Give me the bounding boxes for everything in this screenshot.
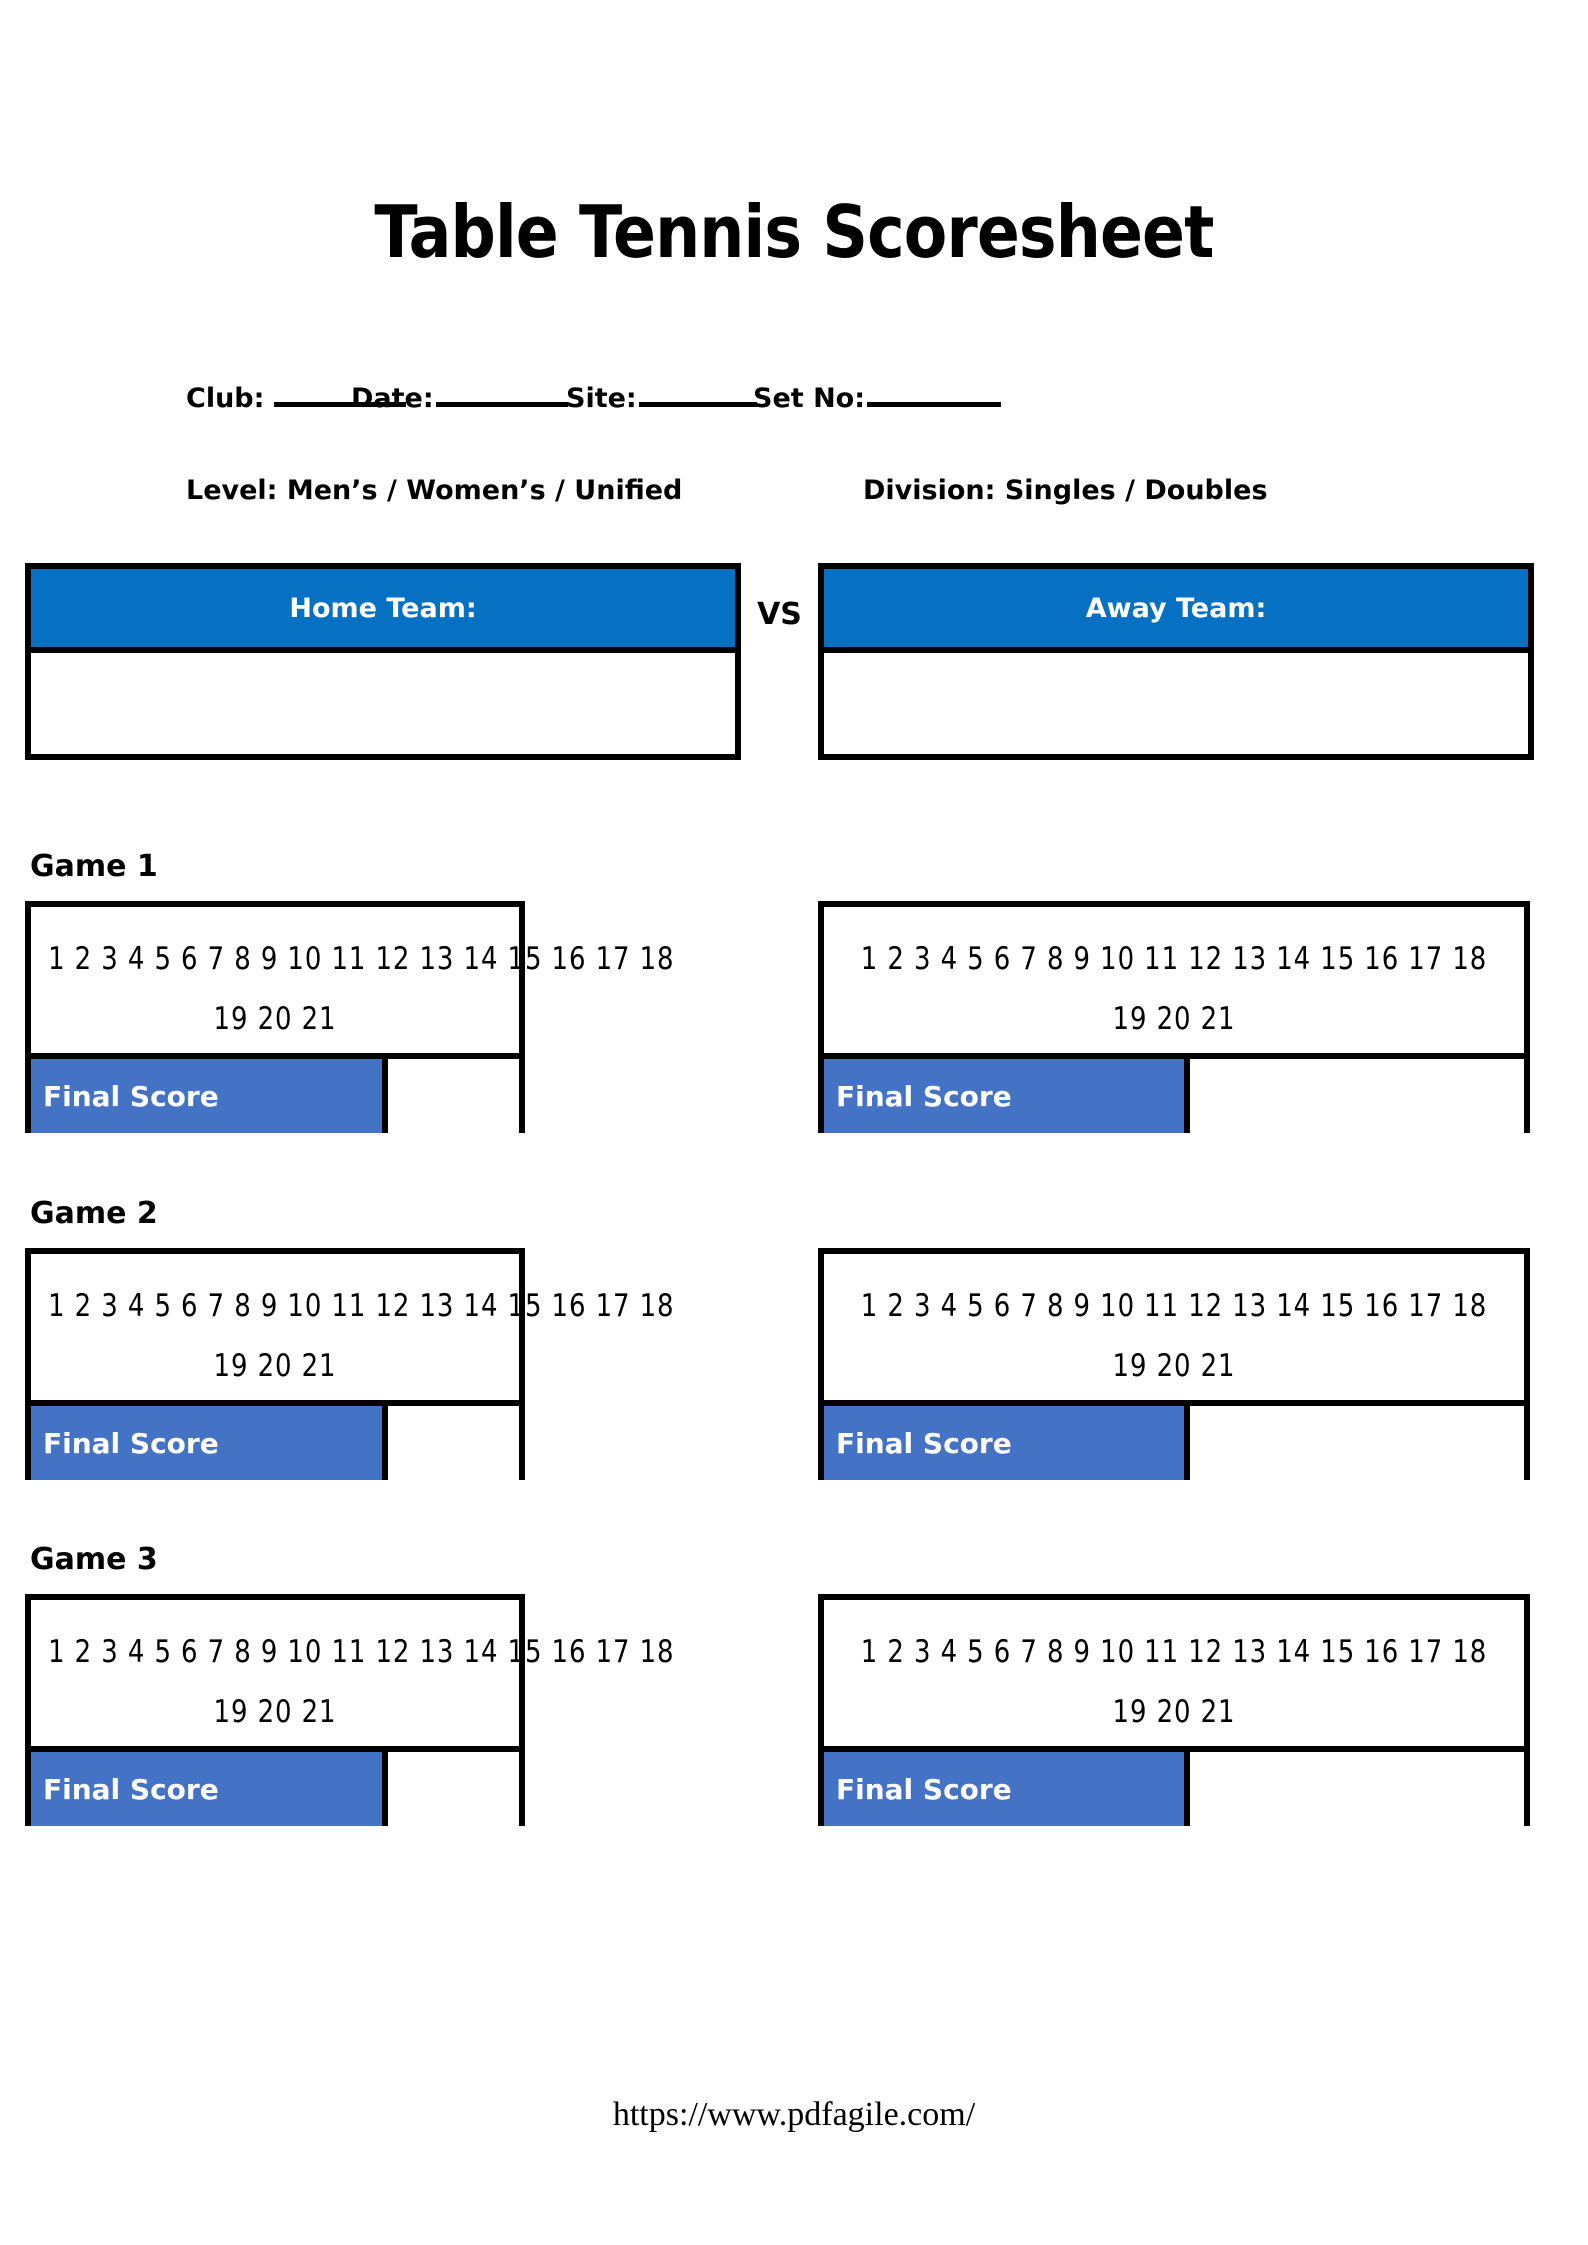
game-3-away-final-row: Final Score [824, 1752, 1524, 1826]
final-score-label: Final Score [31, 1059, 388, 1133]
page-title: Table Tennis Scoresheet [374, 190, 1214, 274]
game-3-away-score-track[interactable]: 1 2 3 4 5 6 7 8 9 10 11 12 13 14 15 16 1… [824, 1600, 1524, 1752]
score-track-line-1[interactable]: 1 2 3 4 5 6 7 8 9 10 11 12 13 14 15 16 1… [860, 1288, 1488, 1324]
club-field[interactable]: Club: [186, 379, 407, 419]
date-field[interactable]: Date: [351, 379, 568, 419]
score-track-line-1[interactable]: 1 2 3 4 5 6 7 8 9 10 11 12 13 14 15 16 1… [48, 1634, 675, 1670]
game-3-home-score-track[interactable]: 1 2 3 4 5 6 7 8 9 10 11 12 13 14 15 16 1… [31, 1600, 675, 1752]
footer-url[interactable]: https://www.pdfagile.com/ [612, 2096, 976, 2133]
game-3-home-final-value[interactable] [388, 1752, 519, 1826]
home-team-header: Home Team: [31, 569, 735, 653]
game-1-away-final-value[interactable] [1190, 1059, 1524, 1133]
division-options[interactable]: Division: Singles / Doubles [863, 475, 1268, 506]
game-label-1: Game 1 [30, 849, 158, 884]
game-3-away-final-value[interactable] [1190, 1752, 1524, 1826]
final-score-label: Final Score [824, 1059, 1190, 1133]
game-2-home-final-value[interactable] [388, 1406, 519, 1480]
score-track-line-2[interactable]: 19 20 21 [1112, 1694, 1236, 1730]
game-1-home-block: 1 2 3 4 5 6 7 8 9 10 11 12 13 14 15 16 1… [25, 901, 675, 1133]
set-no-field[interactable]: Set No: [753, 379, 1002, 419]
game-3-away-block: 1 2 3 4 5 6 7 8 9 10 11 12 13 14 15 16 1… [818, 1594, 1530, 1826]
final-score-label: Final Score [824, 1752, 1190, 1826]
game-2-away-final-row: Final Score [824, 1406, 1524, 1480]
game-label-2: Game 2 [30, 1196, 158, 1231]
game-1-home-score-track[interactable]: 1 2 3 4 5 6 7 8 9 10 11 12 13 14 15 16 1… [31, 907, 675, 1059]
level-options[interactable]: Level: Men’s / Women’s / Unified [186, 475, 683, 506]
classification-row: Level: Men’s / Women’s / Unified Divisio… [186, 471, 1386, 511]
game-1-home-final-row: Final Score [31, 1059, 519, 1133]
date-input-rule[interactable] [435, 380, 568, 407]
final-score-label: Final Score [824, 1406, 1190, 1480]
site-input-rule[interactable] [638, 380, 757, 407]
game-1-away-block: 1 2 3 4 5 6 7 8 9 10 11 12 13 14 15 16 1… [818, 901, 1530, 1133]
game-3-home-block: 1 2 3 4 5 6 7 8 9 10 11 12 13 14 15 16 1… [25, 1594, 675, 1826]
club-label: Club: [186, 383, 265, 414]
set-no-input-rule[interactable] [867, 380, 1002, 407]
date-label: Date: [351, 383, 434, 414]
meta-fields-row: Club: Date: Site: Set No: [186, 379, 1386, 419]
club-input-rule[interactable] [274, 380, 407, 407]
home-team-box: Home Team: [25, 563, 741, 760]
score-track-line-1[interactable]: 1 2 3 4 5 6 7 8 9 10 11 12 13 14 15 16 1… [48, 1288, 675, 1324]
score-track-line-2[interactable]: 19 20 21 [1112, 1001, 1236, 1037]
home-team-name-input[interactable] [31, 653, 735, 748]
game-2-home-final-row: Final Score [31, 1406, 519, 1480]
game-2-away-block: 1 2 3 4 5 6 7 8 9 10 11 12 13 14 15 16 1… [818, 1248, 1530, 1480]
game-2-home-score-track[interactable]: 1 2 3 4 5 6 7 8 9 10 11 12 13 14 15 16 1… [31, 1254, 675, 1406]
game-label-3: Game 3 [30, 1542, 158, 1577]
final-score-label: Final Score [31, 1406, 388, 1480]
score-track-line-1[interactable]: 1 2 3 4 5 6 7 8 9 10 11 12 13 14 15 16 1… [860, 1634, 1488, 1670]
game-1-away-final-row: Final Score [824, 1059, 1524, 1133]
score-track-line-2[interactable]: 19 20 21 [213, 1001, 337, 1037]
game-3-home-final-row: Final Score [31, 1752, 519, 1826]
game-2-away-score-track[interactable]: 1 2 3 4 5 6 7 8 9 10 11 12 13 14 15 16 1… [824, 1254, 1524, 1406]
game-2-away-final-value[interactable] [1190, 1406, 1524, 1480]
score-track-line-1[interactable]: 1 2 3 4 5 6 7 8 9 10 11 12 13 14 15 16 1… [860, 941, 1488, 977]
score-track-line-1[interactable]: 1 2 3 4 5 6 7 8 9 10 11 12 13 14 15 16 1… [48, 941, 675, 977]
game-2-home-block: 1 2 3 4 5 6 7 8 9 10 11 12 13 14 15 16 1… [25, 1248, 675, 1480]
site-label: Site: [566, 383, 637, 414]
score-track-line-2[interactable]: 19 20 21 [1112, 1348, 1236, 1384]
score-track-line-2[interactable]: 19 20 21 [213, 1694, 337, 1730]
game-1-away-score-track[interactable]: 1 2 3 4 5 6 7 8 9 10 11 12 13 14 15 16 1… [824, 907, 1524, 1059]
away-team-box: Away Team: [818, 563, 1534, 760]
away-team-name-input[interactable] [824, 653, 1528, 748]
site-field[interactable]: Site: [566, 379, 757, 419]
final-score-label: Final Score [31, 1752, 388, 1826]
game-1-home-final-value[interactable] [388, 1059, 519, 1133]
score-track-line-2[interactable]: 19 20 21 [213, 1348, 337, 1384]
vs-label: VS [757, 597, 802, 632]
away-team-header: Away Team: [824, 569, 1528, 653]
set-no-label: Set No: [753, 383, 866, 414]
